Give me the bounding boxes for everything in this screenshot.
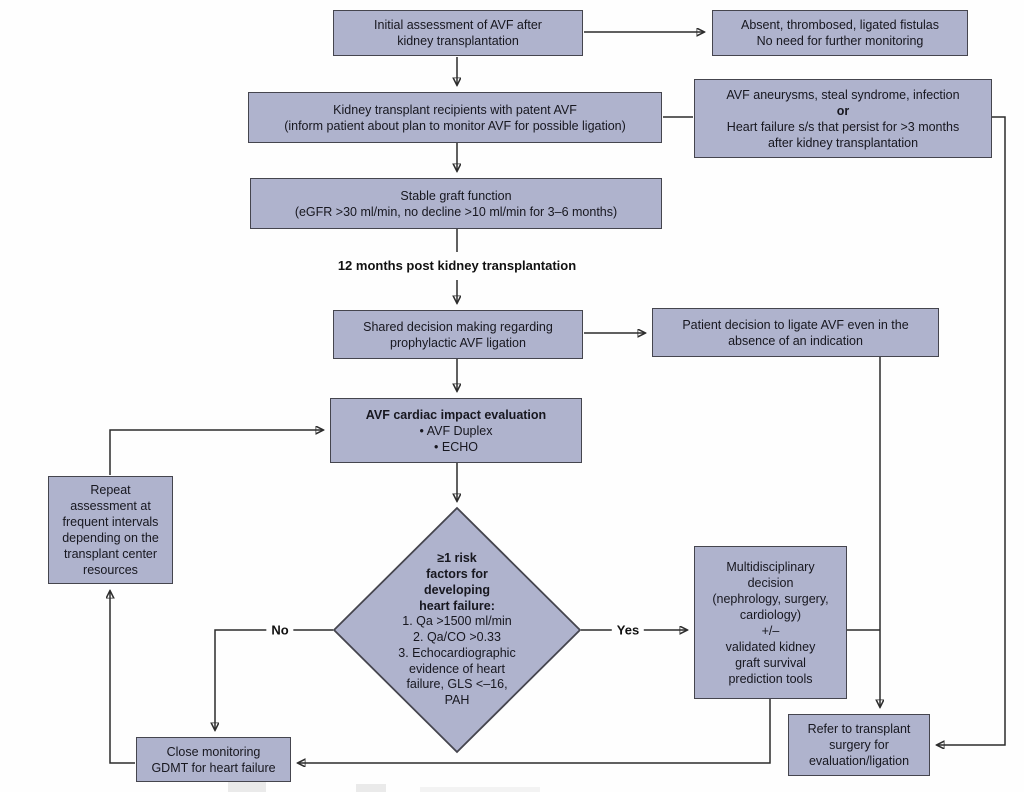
node-repeat-assessment: Repeat assessment at frequent intervals … — [48, 476, 173, 584]
node-text-line: Stable graft function — [400, 188, 512, 203]
node-text-line: GDMT for heart failure — [151, 760, 276, 775]
node-text-line: ≥1 risk — [437, 551, 477, 566]
node-close-monitoring: Close monitoring GDMT for heart failure — [136, 737, 291, 782]
node-text-line: failure, GLS <–16, — [406, 677, 508, 692]
node-absent-fistulas: Absent, thrombosed, ligated fistulas No … — [712, 10, 968, 56]
node-text-line: cardiology) — [739, 607, 802, 622]
node-shared-decision: Shared decision making regarding prophyl… — [333, 310, 583, 359]
node-text-line: transplant center — [63, 547, 158, 561]
node-text-line: Heart failure s/s that persist for >3 mo… — [726, 119, 960, 134]
node-text-line: Refer to transplant — [807, 722, 911, 736]
connector-no-path — [215, 629, 333, 730]
node-text-line: prediction tools — [728, 671, 813, 686]
node-text-line: Multidisciplinary — [726, 559, 815, 574]
node-text-line: evidence of heart — [409, 661, 505, 676]
node-text-line: PAH — [444, 693, 470, 707]
node-text-line: Kidney transplant recipients with patent… — [333, 102, 577, 117]
node-text-line: No need for further monitoring — [756, 34, 924, 48]
node-text-line: Repeat — [90, 483, 131, 497]
node-text-line: heart failure: — [419, 598, 495, 613]
node-refer-surgery: Refer to transplant surgery for evaluati… — [788, 714, 930, 776]
node-text-line: Absent, thrombosed, ligated fistulas — [740, 18, 940, 32]
node-risk-diamond: ≥1 risk factors for developing heart fai… — [352, 535, 562, 725]
node-text-line: resources — [83, 563, 138, 577]
node-text-line: (eGFR >30 ml/min, no decline >10 ml/min … — [294, 204, 618, 219]
node-stable-graft: Stable graft function (eGFR >30 ml/min, … — [250, 178, 662, 229]
node-text-line: surgery for — [829, 738, 889, 752]
no-branch-label: No — [266, 622, 294, 638]
node-text-line: decision — [747, 575, 794, 590]
node-text-line: factors for — [426, 567, 488, 581]
risk-diamond-shape — [332, 506, 582, 754]
node-patient-decision: Patient decision to ligate AVF even in t… — [652, 308, 939, 357]
node-text-line: +/– — [761, 623, 780, 638]
node-text-line: Shared decision making regarding — [363, 319, 553, 334]
node-text-line: or — [836, 103, 850, 118]
node-cardiac-evaluation: AVF cardiac impact evaluation • AVF Dupl… — [330, 398, 582, 463]
connector-repeat-to-cardiac — [109, 430, 323, 475]
node-text-line: depending on the — [62, 531, 159, 545]
node-avf-complications: AVF aneurysms, steal syndrome, infection… — [694, 79, 992, 158]
node-text-line: graft survival — [735, 655, 806, 670]
node-text-line: kidney transplantation — [397, 34, 519, 48]
node-text-line: 3. Echocardiographic — [398, 645, 516, 660]
node-text-line: absence of an indication — [728, 333, 863, 348]
milestone-label: 12 months post kidney transplantation — [337, 258, 577, 273]
node-text-line: frequent intervals — [62, 515, 159, 529]
node-initial-assessment: Initial assessment of AVF after kidney t… — [333, 10, 583, 56]
node-text-line: AVF aneurysms, steal syndrome, infection — [726, 87, 960, 102]
node-text-line: Patient decision to ligate AVF even in t… — [682, 317, 909, 332]
node-text-line: assessment at — [70, 499, 151, 513]
node-text-line: evaluation/ligation — [808, 754, 910, 768]
node-text-line: • ECHO — [434, 439, 478, 454]
node-text-line: (inform patient about plan to monitor AV… — [284, 118, 626, 133]
node-text-line: validated kidney — [725, 639, 816, 654]
node-text-line: (nephrology, surgery, — [712, 591, 829, 606]
node-text-line: 1. Qa >1500 ml/min — [402, 614, 512, 629]
node-multidisciplinary: Multidisciplinary decision (nephrology, … — [694, 546, 847, 699]
node-text-line: 2. Qa/CO >0.33 — [413, 630, 501, 644]
watermark-fragment — [420, 787, 540, 792]
connector-multi-to-close — [298, 699, 771, 763]
node-text-line: AVF cardiac impact evaluation — [365, 407, 547, 422]
connector-close-to-repeat — [110, 591, 135, 764]
connector-complications-to-refer — [937, 116, 1006, 745]
node-text-line: prophylactic AVF ligation — [390, 335, 526, 350]
node-text-line: after kidney transplantation — [767, 135, 919, 150]
yes-branch-label: Yes — [611, 622, 645, 638]
watermark-fragment — [356, 784, 386, 792]
node-text-line: Initial assessment of AVF after — [374, 18, 542, 32]
watermark-fragment — [228, 782, 266, 792]
node-text-line: • AVF Duplex — [419, 423, 493, 438]
node-text-line: Close monitoring — [166, 744, 261, 759]
node-text-line: developing — [424, 582, 490, 597]
node-patent-avf: Kidney transplant recipients with patent… — [248, 92, 662, 143]
